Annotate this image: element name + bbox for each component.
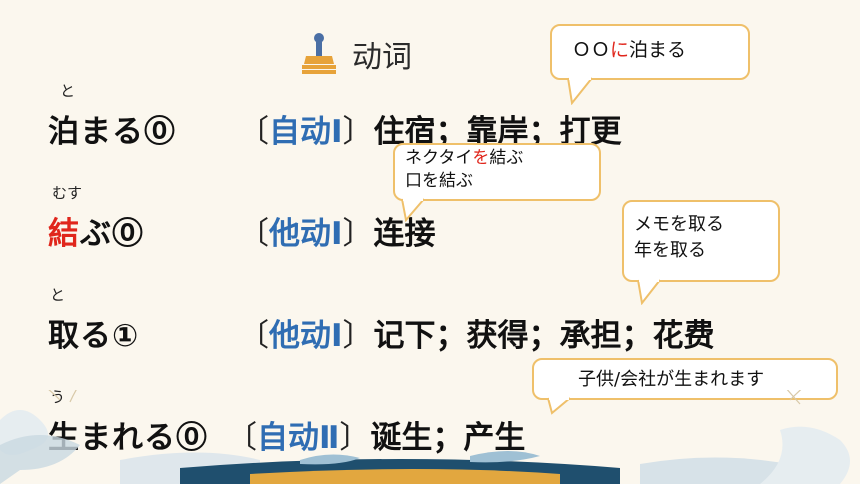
entry-2-ruby: むす	[52, 184, 83, 202]
bracket-open: 〔	[226, 420, 257, 456]
speech-bubble-1: ＯＯに泊まる	[550, 24, 750, 80]
bubble-2-line-1: ネクタイを結ぶ	[405, 148, 524, 168]
bubble-4-tail	[547, 397, 571, 415]
bracket-close: 〕	[342, 114, 374, 150]
bubble-2-tail	[401, 198, 425, 222]
title-group: 动词	[300, 32, 412, 76]
entry-2-word: 結ぶ⓪	[48, 208, 144, 253]
entry-3-word-text: 取る①	[48, 318, 140, 354]
entry-1-ruby: と	[60, 82, 76, 100]
entry-2-gloss: 〔他动Ⅰ〕连接	[238, 208, 436, 253]
entry-4-gloss: 〔自动Ⅱ〕诞生；产生	[226, 412, 525, 457]
entry-3-ruby: と	[50, 286, 66, 304]
wave-decoration	[0, 390, 850, 484]
bubble-1-verb: 泊まる	[629, 39, 687, 61]
speech-bubble-2: ネクタイを結ぶ 口を結ぶ	[393, 143, 601, 201]
bracket-open: 〔	[238, 216, 269, 252]
bracket-close: 〕	[342, 216, 374, 252]
stamp-icon	[302, 33, 336, 74]
entry-2-meaning: 连接	[373, 216, 436, 252]
entry-2-verb-type: 他动Ⅰ	[269, 216, 343, 252]
entry-4-meaning: 诞生；产生	[370, 420, 526, 456]
speech-bubble-3: メモを取る 年を取る	[622, 200, 780, 282]
bubble-1-particle: に	[610, 39, 630, 61]
bracket-open: 〔	[238, 318, 269, 354]
entry-3-verb-type: 他动Ⅰ	[269, 318, 343, 354]
entry-2-word-highlight: 結	[48, 216, 80, 252]
bubble-2-particle: を	[472, 148, 490, 168]
speech-bubble-4: 子供/会社が生まれます	[532, 358, 838, 400]
entry-3-word: 取る①	[48, 310, 139, 355]
bubble-3-line-2: 年を取る	[634, 240, 706, 262]
entry-4-verb-type: 自动Ⅱ	[257, 420, 340, 456]
bracket-open: 〔	[238, 114, 269, 150]
bubble-2-line-2: 口を結ぶ	[405, 170, 473, 191]
bubble-3-line-1: メモを取る	[634, 214, 724, 235]
bracket-close: 〕	[339, 420, 371, 456]
bubble-1-tail	[567, 77, 593, 105]
bubble-4-text: 子供/会社が生まれます	[578, 369, 765, 390]
entry-1-word: 泊まる⓪	[48, 106, 176, 151]
entry-1-verb-type: 自动Ⅰ	[269, 114, 343, 150]
bubble-1-text: ＯＯ	[572, 39, 611, 61]
entry-1-word-text: 泊まる⓪	[48, 114, 176, 150]
entry-3-gloss: 〔他动Ⅰ〕记下；获得；承担；花费	[238, 310, 715, 355]
entry-3-meaning: 记下；获得；承担；花费	[373, 318, 715, 354]
bracket-close: 〕	[342, 318, 374, 354]
entry-2-word-text: ぶ⓪	[80, 216, 144, 252]
page-title: 动词	[352, 40, 412, 75]
bubble-3-tail	[637, 279, 661, 305]
